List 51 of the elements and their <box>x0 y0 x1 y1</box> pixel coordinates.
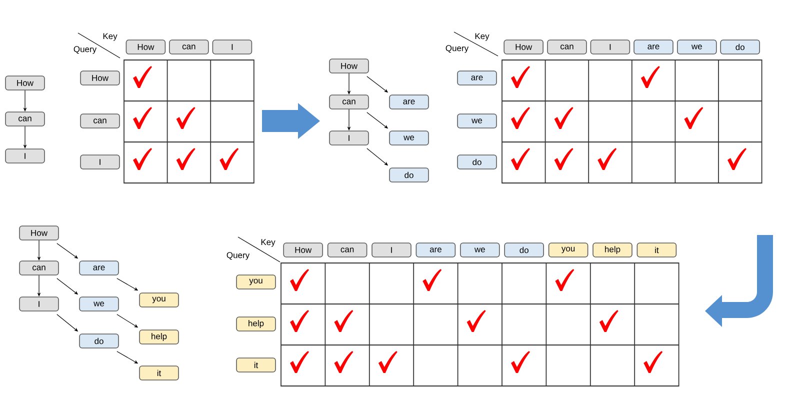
token-box: I <box>372 242 412 258</box>
token-box: are <box>634 40 674 54</box>
token-box: I <box>5 148 45 164</box>
token-box: do <box>457 154 497 170</box>
token-box: we <box>389 130 429 146</box>
token-box: we <box>677 40 717 54</box>
token-box: can <box>19 260 59 276</box>
token-box: it <box>139 366 179 380</box>
token-box: I <box>80 154 120 170</box>
token-box: do <box>79 334 119 348</box>
token-box: we <box>460 242 500 258</box>
token-box: do <box>504 242 544 258</box>
token-box: How <box>5 76 45 90</box>
token-box: we <box>457 114 497 128</box>
axis-label: Key <box>103 33 118 41</box>
token-box: How <box>126 40 166 54</box>
token-box: can <box>327 242 368 258</box>
token-box: can <box>169 40 209 54</box>
token-box: are <box>389 94 429 110</box>
token-box: can <box>80 114 120 128</box>
axis-label: Query <box>446 45 469 53</box>
token-box: are <box>79 260 119 276</box>
token-box: I <box>19 296 59 312</box>
token-box: are <box>416 242 456 258</box>
token-box: can <box>5 112 45 126</box>
token-box: I <box>590 40 630 54</box>
token-box: you <box>548 242 588 258</box>
token-box: are <box>457 70 497 86</box>
token-box: you <box>139 292 179 308</box>
token-box: help <box>592 242 632 258</box>
token-box: can <box>547 40 587 54</box>
axis-label: Key <box>261 239 276 247</box>
token-box: can <box>329 94 369 110</box>
token-box: it <box>236 358 276 372</box>
token-box: How <box>504 40 544 54</box>
token-box: I <box>329 130 369 146</box>
token-box: How <box>80 70 120 86</box>
axis-label: Query <box>74 46 97 54</box>
token-box: it <box>636 242 677 258</box>
axis-label: Query <box>226 252 250 260</box>
token-box: help <box>139 330 179 344</box>
token-box: do <box>720 40 760 54</box>
token-box: do <box>389 168 429 182</box>
axis-label: Key <box>475 33 490 41</box>
token-box: I <box>212 40 252 54</box>
token-box: How <box>19 226 59 240</box>
token-box: help <box>236 316 276 332</box>
token-box: you <box>236 274 276 290</box>
token-box: How <box>283 242 323 258</box>
token-box: How <box>329 58 369 74</box>
token-box: we <box>79 296 119 312</box>
